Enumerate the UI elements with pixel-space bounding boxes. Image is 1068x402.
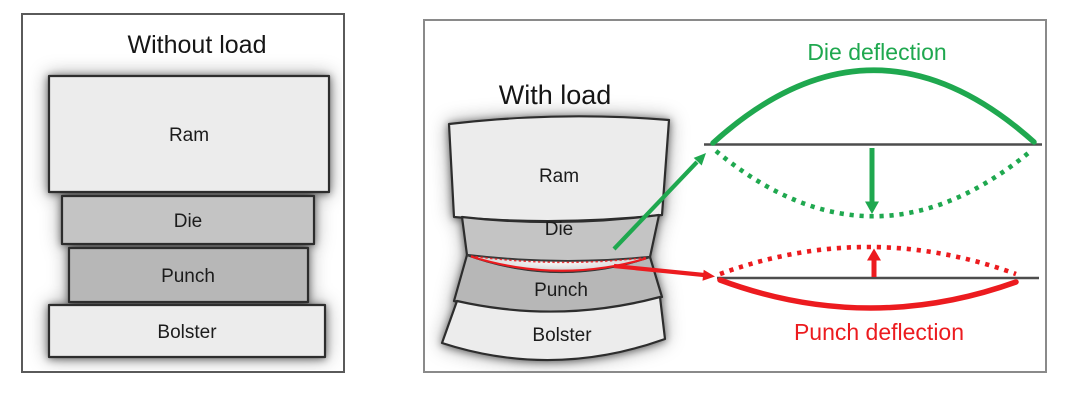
punch-deflection-pointer-arrow [613,263,715,281]
with-load-diagram: With load Ram Die Punch Bolster Die defl… [440,39,1042,362]
die-interface-deflection-dotted [470,255,647,264]
punch-deflection-dotted-arc [719,244,1017,277]
punch-block [67,246,310,304]
punch-deflection-up-arrow [867,248,881,277]
loaded-press-stack [440,115,671,362]
with-load-title: With load [499,80,612,110]
unloaded-press-stack [47,74,331,359]
bolster-block-loaded [440,295,667,362]
punch-interface-deflection-curve [470,255,647,272]
die-deflection-dotted-arc [714,148,1034,219]
die-deflection-pointer-arrow [612,153,706,251]
punch-label: Punch [161,266,215,287]
punch-deflection-solid-arc [717,277,1019,311]
without-load-panel: Without load Ram Die Punch Bolster [21,13,345,373]
ram-label-loaded: Ram [539,166,579,187]
punch-deflection-label: Punch deflection [794,319,964,345]
ram-label: Ram [169,125,209,146]
die-deflection-solid-arc [710,67,1037,146]
bolster-label: Bolster [157,322,217,343]
without-load-diagram: Without load Ram Die Punch Bolster [47,31,331,359]
die-label: Die [174,211,203,232]
punch-label-loaded: Punch [534,280,588,301]
green-arrowhead-icon [693,153,706,166]
red-arrowhead-icon [702,269,715,281]
die-deflection-label: Die deflection [807,39,946,65]
ram-block [47,74,331,194]
without-load-title: Without load [128,31,267,59]
with-load-panel: With load Ram Die Punch Bolster Die defl… [423,19,1047,373]
bolster-block [47,303,327,359]
die-block [60,194,316,246]
die-deflection-down-arrow [865,148,879,214]
bolster-label-loaded: Bolster [532,325,592,346]
die-label-loaded: Die [545,219,574,240]
